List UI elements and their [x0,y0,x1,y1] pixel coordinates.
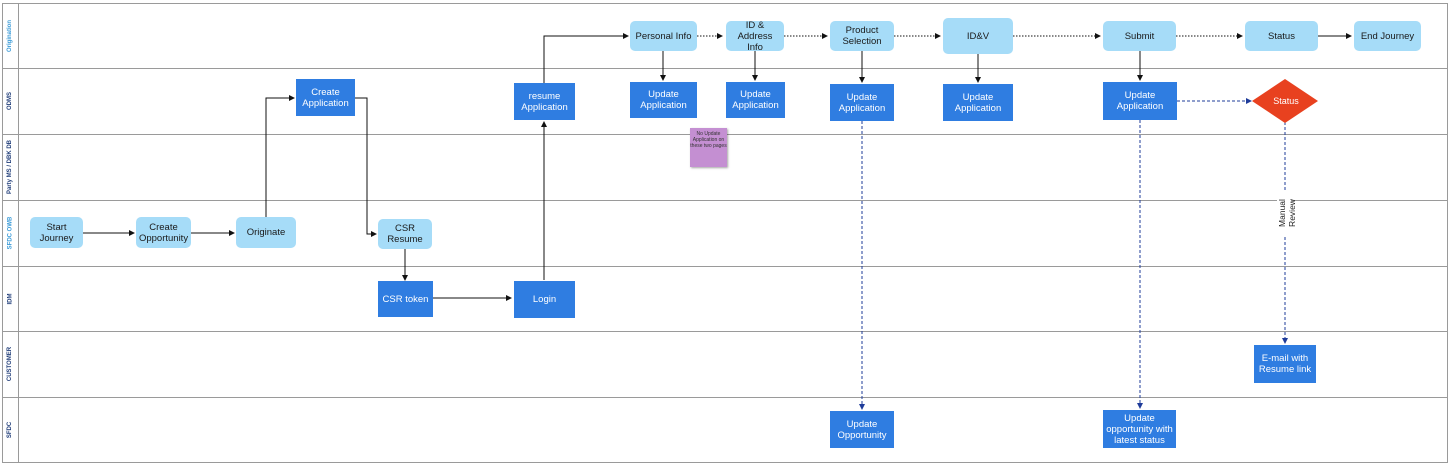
status-decision-diamond [1252,79,1318,123]
status-decision-label[interactable]: Status [1273,96,1299,106]
node-start-journey[interactable]: Start Journey [30,217,83,248]
node-create-opportunity[interactable]: Create Opportunity [136,217,191,248]
lane-border [2,200,1448,201]
node-csr-token[interactable]: CSR token [378,281,433,317]
node-update-opportunity[interactable]: Update Opportunity [830,411,894,448]
node-update-application-submit[interactable]: Update Application [1103,82,1177,120]
node-update-opportunity-status[interactable]: Update opportunity with latest status [1103,410,1176,448]
sticky-note: No Update Application on these two pages [690,128,727,167]
diagram-right-border [1447,3,1448,462]
lane-border [2,266,1448,267]
node-update-application-product[interactable]: Update Application [830,84,894,121]
diagram-left-border [2,3,3,462]
lane-label-divider [18,3,19,462]
lane-border [2,68,1448,69]
manual-review-label: Manual Review [1277,191,1297,235]
edge-originate-to-create-application [265,95,295,218]
node-login[interactable]: Login [514,281,575,318]
node-personal-info[interactable]: Personal Info [630,21,697,51]
node-update-application-idv[interactable]: Update Application [943,84,1013,121]
edge-create-application-to-csr-resume [355,97,377,237]
lane-border [2,331,1448,332]
node-create-application[interactable]: Create Application [296,79,355,116]
node-submit[interactable]: Submit [1103,21,1176,51]
node-status[interactable]: Status [1245,21,1318,51]
edge-resume-to-personal-info [543,33,629,84]
node-resume-application[interactable]: resume Application [514,83,575,120]
node-originate[interactable]: Originate [236,217,296,248]
lane-border [2,397,1448,398]
node-id-address-info[interactable]: ID & Address Info [726,20,784,53]
node-product-selection[interactable]: Product Selection [830,21,894,51]
node-csr-resume[interactable]: CSR Resume [378,219,432,249]
node-end-journey[interactable]: End Journey [1354,21,1421,51]
lane-border [2,3,1448,4]
node-email-resume-link[interactable]: E-mail with Resume link [1254,345,1316,383]
node-update-application-id[interactable]: Update Application [726,82,785,118]
lane-border [2,462,1448,463]
node-update-application-personal[interactable]: Update Application [630,82,697,118]
node-idv[interactable]: ID&V [943,18,1013,54]
